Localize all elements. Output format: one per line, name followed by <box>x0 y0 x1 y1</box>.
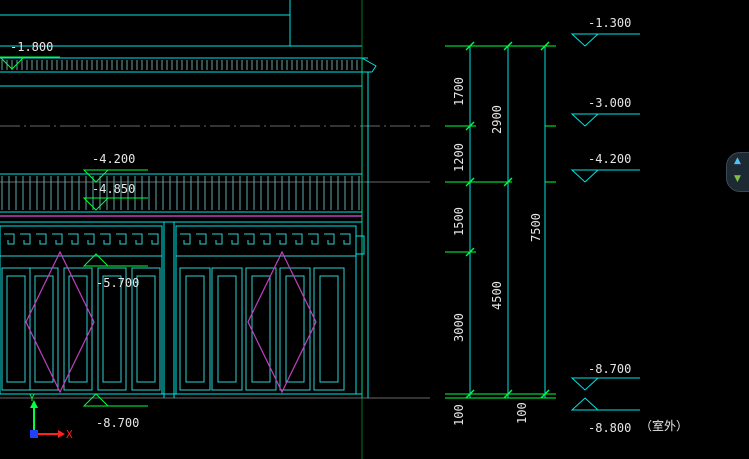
dim-1700: 1700 <box>452 77 466 106</box>
level-4850: -4.850 <box>92 182 135 196</box>
level-8800: -8.800 <box>588 421 631 435</box>
dim-100-b: 100 <box>515 402 529 424</box>
level-8700-right: -8.700 <box>588 362 631 376</box>
ucs-x-label: X <box>66 428 73 441</box>
dim-1200: 1200 <box>452 143 466 172</box>
outdoor-note: （室外） <box>640 418 688 433</box>
dim-2900: 2900 <box>490 105 504 134</box>
dim-100-a: 100 <box>452 404 466 426</box>
pan-up-icon[interactable]: ▲ <box>734 156 741 166</box>
level-3000: -3.000 <box>588 96 631 110</box>
dim-3000: 3000 <box>452 313 466 342</box>
level-4200-right: -4.200 <box>588 152 631 166</box>
level-8700-elevation: -8.700 <box>96 416 139 430</box>
view-navigation-widget[interactable]: ▲ ▼ <box>726 152 749 192</box>
ucs-y-label: Y <box>29 393 35 404</box>
dim-7500: 7500 <box>529 213 543 242</box>
pan-down-icon[interactable]: ▼ <box>734 174 741 184</box>
dim-4500: 4500 <box>490 281 504 310</box>
level-4200-elevation: -4.200 <box>92 152 135 166</box>
level-1800: -1.800 <box>10 40 53 54</box>
dim-1500: 1500 <box>452 207 466 236</box>
level-1300: -1.300 <box>588 16 631 30</box>
level-5700: -5.700 <box>96 276 139 290</box>
